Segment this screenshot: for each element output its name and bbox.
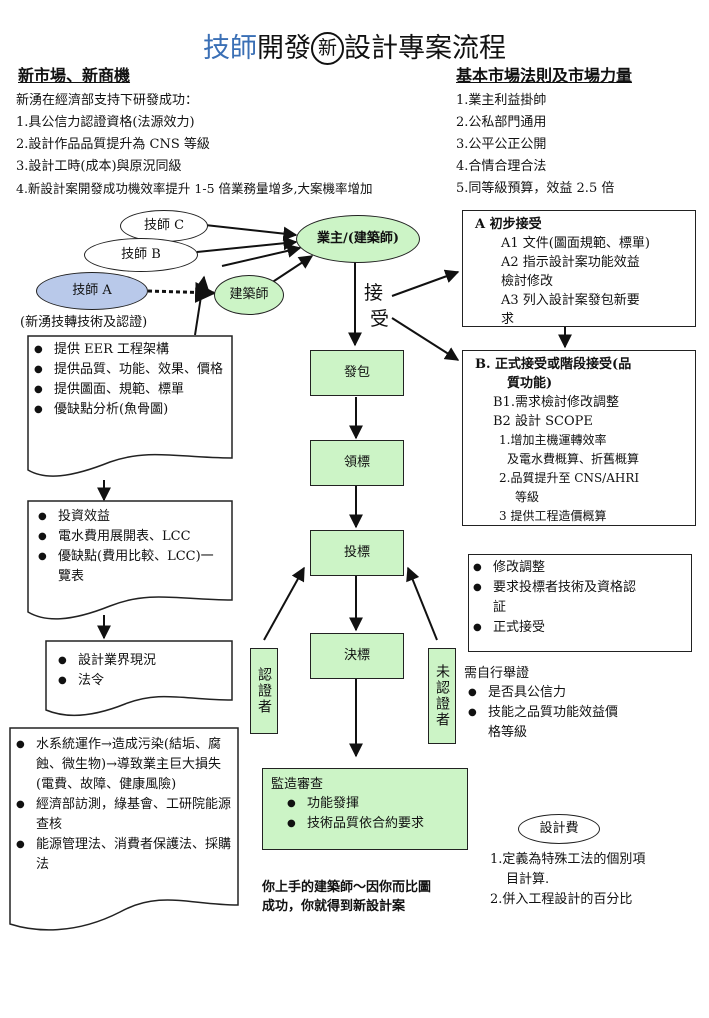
left-intro: 新湧在經濟部支持下研發成功： 1.具公信力認證資格(法源效力) 2.設計作品品質… bbox=[16, 93, 373, 196]
supervision-review-box: 監造審查 功能發揮 技術品質依合約要求 bbox=[262, 768, 468, 850]
list-item: 功能發揮 bbox=[283, 794, 467, 814]
certified-label: 認證者 bbox=[250, 648, 278, 734]
list-item: 優缺點分析(魚骨圖) bbox=[30, 400, 230, 420]
accept-label: 接 受 bbox=[364, 282, 390, 330]
tech-a-note: (新湧技轉技術及認證) bbox=[20, 315, 148, 330]
list-item: 技術品質依合約要求 bbox=[283, 814, 467, 834]
list-item: 投資效益 bbox=[34, 507, 230, 527]
uncertified-label: 未認證者 bbox=[428, 648, 456, 744]
flow-step-receive-tender: 領標 bbox=[310, 440, 404, 486]
list-item: 正式接受 bbox=[469, 618, 691, 638]
left-header: 新市場、新商機 bbox=[18, 66, 131, 85]
list-item: 法令 bbox=[54, 671, 230, 691]
list-item: 技能之品質功能效益價格等級 bbox=[464, 703, 628, 743]
box-a-initial-acceptance: A 初步接受 A1 文件(圖面規範、標單) A2 指示設計案功能效益 檢討修改 … bbox=[462, 210, 696, 327]
bid-notes-box: 修改調整 要求投標者技術及資格認証 正式接受 bbox=[468, 554, 692, 652]
right-intro: 1.業主利益掛帥 2.公私部門通用 3.公平公正公開 4.合情合理合法 5.同等… bbox=[456, 93, 615, 196]
right-header: 基本市場法則及市場力量 bbox=[456, 66, 633, 85]
circled-new-icon: 新 bbox=[311, 32, 344, 65]
tech-a-oval: 技師 A bbox=[36, 272, 148, 310]
list-item: 提供品質、功能、效果、價格 bbox=[30, 360, 224, 380]
doc-engineering-proposal: 提供 EER 工程架構 提供品質、功能、效果、價格 提供圖面、規範、標單 優缺點… bbox=[30, 340, 230, 420]
list-item: 提供 EER 工程架構 bbox=[30, 340, 230, 360]
box-b-formal-acceptance: B. 正式接受或階段接受(品 質功能) B1.需求檢討修改調整 B2 設計 SC… bbox=[462, 350, 696, 526]
owner-oval: 業主/(建築師) bbox=[296, 215, 420, 263]
slogan: 你上手的建築師～因你而比圖 成功，你就得到新設計案 bbox=[262, 880, 432, 914]
list-item: 設計業界現況 bbox=[54, 651, 230, 671]
architect-oval: 建築師 bbox=[214, 275, 284, 315]
list-item: 是否具公信力 bbox=[464, 683, 654, 703]
tech-b-oval: 技師 B bbox=[84, 238, 198, 272]
flow-step-contract: 發包 bbox=[310, 350, 404, 396]
list-item: 水系統運作→造成污染(結垢、腐蝕、微生物)→導致業主巨大損失(電費、故障、健康風… bbox=[12, 735, 232, 795]
doc-industry-status: 設計業界現況 法令 bbox=[54, 651, 230, 691]
list-item: 要求投標者技術及資格認証 bbox=[469, 578, 643, 618]
self-proof-section: 需自行舉證 是否具公信力 技能之品質功能效益價格等級 bbox=[464, 664, 654, 743]
doc-water-system-risks: 水系統運作→造成污染(結垢、腐蝕、微生物)→導致業主巨大損失(電費、故障、健康風… bbox=[12, 735, 236, 875]
doc-investment-benefit: 投資效益 電水費用展開表、LCC 優缺點(費用比較、LCC)一覽表 bbox=[34, 507, 230, 587]
design-fee-oval: 設計費 bbox=[518, 814, 600, 844]
list-item: 修改調整 bbox=[469, 558, 691, 578]
design-fee-notes: 1.定義為特殊工法的個別項 目計算. 2.併入工程設計的百分比 bbox=[490, 852, 646, 907]
list-item: 電水費用展開表、LCC bbox=[34, 527, 230, 547]
list-item: 經濟部訪測，綠基會、工研院能源查核 bbox=[12, 795, 232, 835]
tech-c-oval: 技師 C bbox=[120, 210, 208, 242]
list-item: 優缺點(費用比較、LCC)一覽表 bbox=[34, 547, 218, 587]
list-item: 提供圖面、規範、標單 bbox=[30, 380, 230, 400]
flow-step-bid: 投標 bbox=[310, 530, 404, 576]
list-item: 能源管理法、消費者保護法、採購法 bbox=[12, 835, 232, 875]
flow-step-award: 決標 bbox=[310, 633, 404, 679]
page-title: 技師開發新設計專案流程 bbox=[203, 32, 506, 65]
